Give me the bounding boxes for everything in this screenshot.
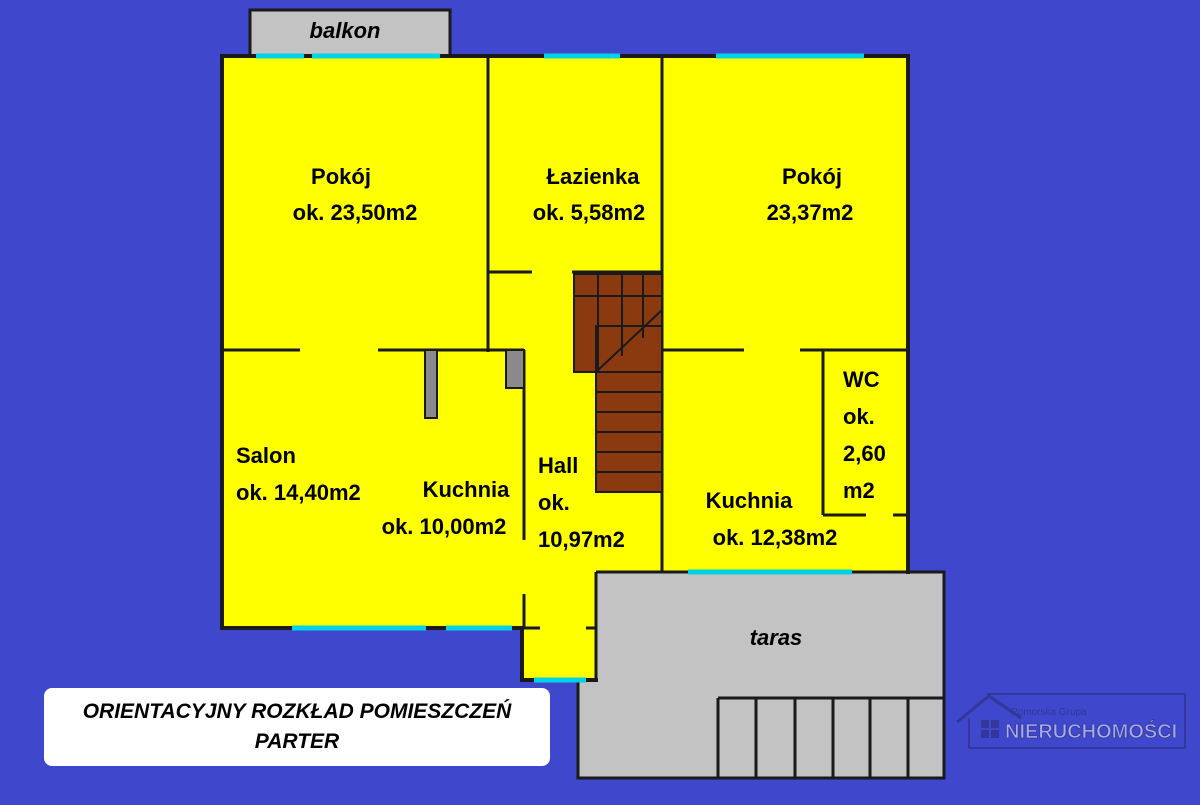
room-salon-name: Salon: [236, 443, 296, 468]
room-pokoj-right-name: Pokój: [782, 164, 842, 189]
watermark-bottom: NIERUCHOMOŚCI: [1005, 719, 1177, 743]
room-pokoj-right-area: 23,37m2: [767, 200, 854, 225]
room-pokoj-left-area: ok. 23,50m2: [293, 200, 418, 225]
caption-title: ORIENTACYJNY ROZKŁAD POMIESZCZEŃ: [82, 700, 512, 723]
plan-caption: ORIENTACYJNY ROZKŁAD POMIESZCZEŃ PARTER: [44, 688, 550, 766]
room-wc-name: WC: [843, 367, 880, 392]
terrace-steps: [716, 696, 944, 778]
staircase: [573, 273, 663, 493]
terrace-label: taras: [750, 625, 803, 650]
room-hall-ok: ok.: [538, 490, 570, 515]
room-pokoj-left-name: Pokój: [311, 164, 371, 189]
room-kuchnia-left-area: ok. 10,00m2: [382, 514, 507, 539]
room-lazienka-name: Łazienka: [547, 164, 641, 189]
room-kuchnia-left-name: Kuchnia: [423, 477, 511, 502]
room-kuchnia-right-name: Kuchnia: [706, 488, 794, 513]
house-logo-icon: Pomorska Grupa NIERUCHOMOŚCI: [956, 693, 1186, 749]
agency-watermark: Pomorska Grupa NIERUCHOMOŚCI: [955, 688, 1190, 764]
room-wc-value: 2,60: [843, 441, 886, 466]
room-hall-name: Hall: [538, 453, 578, 478]
room-wc-ok: ok.: [843, 404, 875, 429]
room-lazienka-area: ok. 5,58m2: [533, 200, 646, 225]
building-interior: [222, 56, 908, 680]
room-wc-unit: m2: [843, 478, 875, 503]
terrace-area: [576, 570, 946, 780]
room-kuchnia-right-area: ok. 12,38m2: [713, 525, 838, 550]
chimney-left: [424, 349, 438, 419]
room-salon-area: ok. 14,40m2: [236, 480, 361, 505]
windows: [256, 53, 864, 683]
chimney-right: [505, 349, 525, 389]
caption-subtitle: PARTER: [254, 730, 340, 753]
balcony-label: balkon: [310, 18, 381, 43]
watermark-top: Pomorska Grupa: [1011, 707, 1087, 718]
room-hall-area: 10,97m2: [538, 527, 625, 552]
